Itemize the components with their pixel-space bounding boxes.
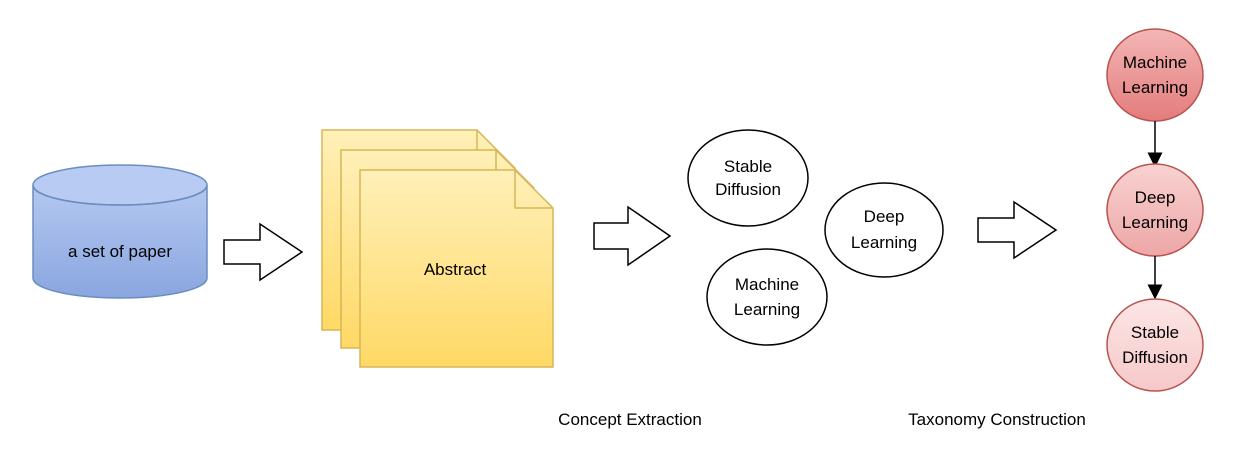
taxonomy-leaf-line2: Diffusion	[1122, 348, 1188, 367]
block-arrow-2	[593, 205, 672, 267]
caption-concept-extraction: Concept Extraction	[558, 410, 702, 429]
taxonomy-middle-line2: Learning	[1122, 213, 1188, 232]
document-label: Abstract	[424, 260, 487, 279]
taxonomy-middle-line1: Deep	[1135, 188, 1176, 207]
block-arrow-3	[977, 200, 1058, 260]
concept-stable-diffusion-line1: Stable	[724, 157, 772, 176]
concept-machine-learning-line2: Learning	[734, 300, 800, 319]
concept-deep-learning: Deep Learning	[824, 182, 944, 278]
taxonomy-root-node: Machine Learning	[1106, 28, 1204, 122]
taxonomy-leaf-node: Stable Diffusion	[1106, 298, 1204, 392]
concept-stable-diffusion-line2: Diffusion	[715, 180, 781, 199]
concept-machine-learning: Machine Learning	[706, 248, 828, 346]
concept-deep-learning-line1: Deep	[864, 207, 905, 226]
taxonomy-root-line1: Machine	[1123, 53, 1187, 72]
block-arrow-1	[223, 222, 304, 282]
concept-deep-learning-line2: Learning	[851, 233, 917, 252]
taxonomy-leaf-line1: Stable	[1131, 323, 1179, 342]
taxonomy-root-line2: Learning	[1122, 78, 1188, 97]
document-stack: Abstract	[321, 129, 554, 368]
document-front	[359, 169, 554, 368]
caption-taxonomy-construction: Taxonomy Construction	[908, 410, 1086, 429]
concept-stable-diffusion: Stable Diffusion	[687, 129, 809, 227]
concept-machine-learning-line1: Machine	[735, 275, 799, 294]
taxonomy-middle-node: Deep Learning	[1106, 163, 1204, 257]
database-label: a set of paper	[68, 242, 172, 261]
database-cylinder: a set of paper	[32, 164, 208, 299]
